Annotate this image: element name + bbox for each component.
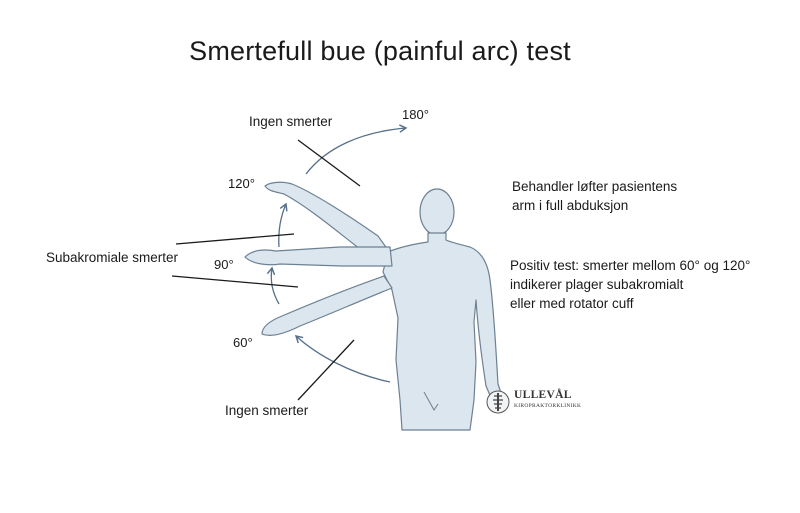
arc-arrows [266, 124, 408, 383]
arrow-60-to-90 [266, 266, 280, 305]
arrow-90-to-120 [278, 202, 288, 248]
pointer-no-pain-top [297, 139, 361, 187]
label-120-degrees: 120° [228, 176, 255, 191]
label-60-degrees: 60° [233, 335, 253, 350]
pointer-subacromial-upper [175, 233, 295, 245]
arrow-120-to-180 [305, 124, 408, 175]
page-title: Smertefull bue (painful arc) test [189, 36, 571, 66]
clinic-logo: ULLEVÅL KIROPRAKTORKLINIKK [484, 388, 581, 418]
label-no-pain-bottom: Ingen smerter [225, 403, 309, 418]
pointer-lines [171, 139, 361, 401]
procedure-description: Behandler løfter pasientens arm i full a… [512, 177, 677, 215]
spine-logo-icon [486, 390, 510, 414]
label-180-degrees: 180° [402, 107, 429, 122]
pointer-no-pain-bottom [297, 339, 355, 401]
body-silhouette [382, 188, 503, 431]
label-no-pain-top: Ingen smerter [249, 114, 333, 129]
label-subacromial-pain: Subakromiale smerter [46, 250, 179, 265]
positive-line-2: indikerer plager subakromialt [510, 277, 684, 292]
logo-subtitle: KIROPRAKTORKLINIKK [514, 403, 582, 409]
procedure-line-2: arm i full abduksjon [512, 198, 629, 213]
arm-60 [261, 275, 393, 336]
arrow-bottom-to-60 [294, 335, 391, 383]
positive-line-1: Positiv test: smerter mellom 60° og 120° [510, 258, 751, 273]
positive-test-description: Positiv test: smerter mellom 60° og 120°… [510, 256, 750, 313]
label-90-degrees: 90° [214, 257, 234, 272]
arm-120 [264, 181, 389, 253]
pointer-subacromial-lower [171, 275, 299, 288]
positive-line-3: eller med rotator cuff [510, 296, 634, 311]
arm-90 [244, 246, 393, 267]
logo-name: ULLEVÅL [514, 389, 572, 401]
head [419, 188, 455, 236]
procedure-line-1: Behandler løfter pasientens [512, 179, 678, 194]
hand-detail [423, 391, 439, 411]
